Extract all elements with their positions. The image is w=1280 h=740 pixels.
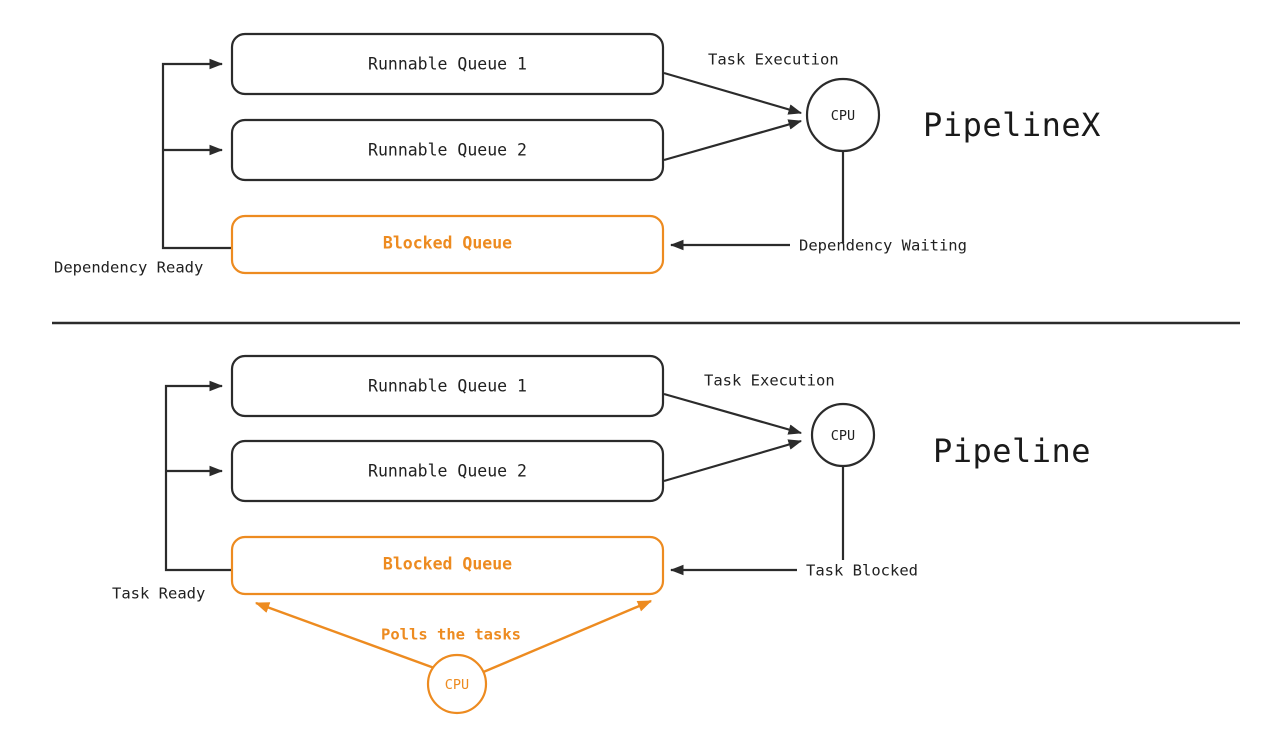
node-label-runnable-queue-1: Runnable Queue 1 bbox=[368, 377, 527, 396]
node-label-poller-cpu: CPU bbox=[445, 677, 469, 693]
section-pipelinex: Dependency Ready Runnable Queue 1 Runnab… bbox=[54, 32, 1101, 277]
edge-label-task-blocked: Task Blocked bbox=[806, 562, 918, 580]
edge-task-execution bbox=[663, 71, 803, 162]
edge-task-blocked bbox=[669, 466, 845, 576]
node-label-runnable-queue-2: Runnable Queue 2 bbox=[368, 141, 527, 160]
node-poller-cpu[interactable]: CPU bbox=[426, 653, 488, 715]
edge-task-execution bbox=[663, 392, 803, 483]
edge-label-dependency-waiting: Dependency Waiting bbox=[799, 237, 967, 255]
section-title-pipeline: Pipeline bbox=[933, 432, 1091, 470]
node-blocked-queue[interactable]: Blocked Queue bbox=[230, 214, 665, 275]
node-runnable-queue-2[interactable]: Runnable Queue 2 bbox=[230, 439, 665, 503]
edge-label-task-ready: Task Ready bbox=[112, 585, 205, 603]
edge-dependency-waiting bbox=[669, 151, 845, 251]
node-blocked-queue[interactable]: Blocked Queue bbox=[230, 535, 665, 596]
node-cpu[interactable]: CPU bbox=[805, 77, 881, 153]
section-title-pipelinex: PipelineX bbox=[923, 106, 1101, 144]
node-runnable-queue-2[interactable]: Runnable Queue 2 bbox=[230, 118, 665, 182]
node-label-runnable-queue-1: Runnable Queue 1 bbox=[368, 55, 527, 74]
node-label-blocked-queue: Blocked Queue bbox=[383, 555, 512, 574]
edge-label-task-execution: Task Execution bbox=[704, 372, 835, 390]
edge-dependency-ready bbox=[161, 58, 232, 250]
node-label-runnable-queue-2: Runnable Queue 2 bbox=[368, 462, 527, 481]
edge-label-polls-the-tasks: Polls the tasks bbox=[381, 626, 521, 644]
node-label-blocked-queue: Blocked Queue bbox=[383, 234, 512, 253]
edge-label-dependency-ready: Dependency Ready bbox=[54, 259, 203, 277]
node-runnable-queue-1[interactable]: Runnable Queue 1 bbox=[230, 32, 665, 96]
node-runnable-queue-1[interactable]: Runnable Queue 1 bbox=[230, 354, 665, 418]
edge-task-ready bbox=[164, 380, 232, 572]
node-label-cpu: CPU bbox=[831, 108, 855, 124]
edge-polls-the-tasks bbox=[254, 599, 653, 675]
node-cpu[interactable]: CPU bbox=[810, 402, 876, 468]
node-label-cpu: CPU bbox=[831, 428, 855, 444]
section-pipeline: Task Ready Runnable Queue 1 Runnable Que… bbox=[112, 354, 1091, 715]
edge-label-task-execution: Task Execution bbox=[708, 51, 839, 69]
